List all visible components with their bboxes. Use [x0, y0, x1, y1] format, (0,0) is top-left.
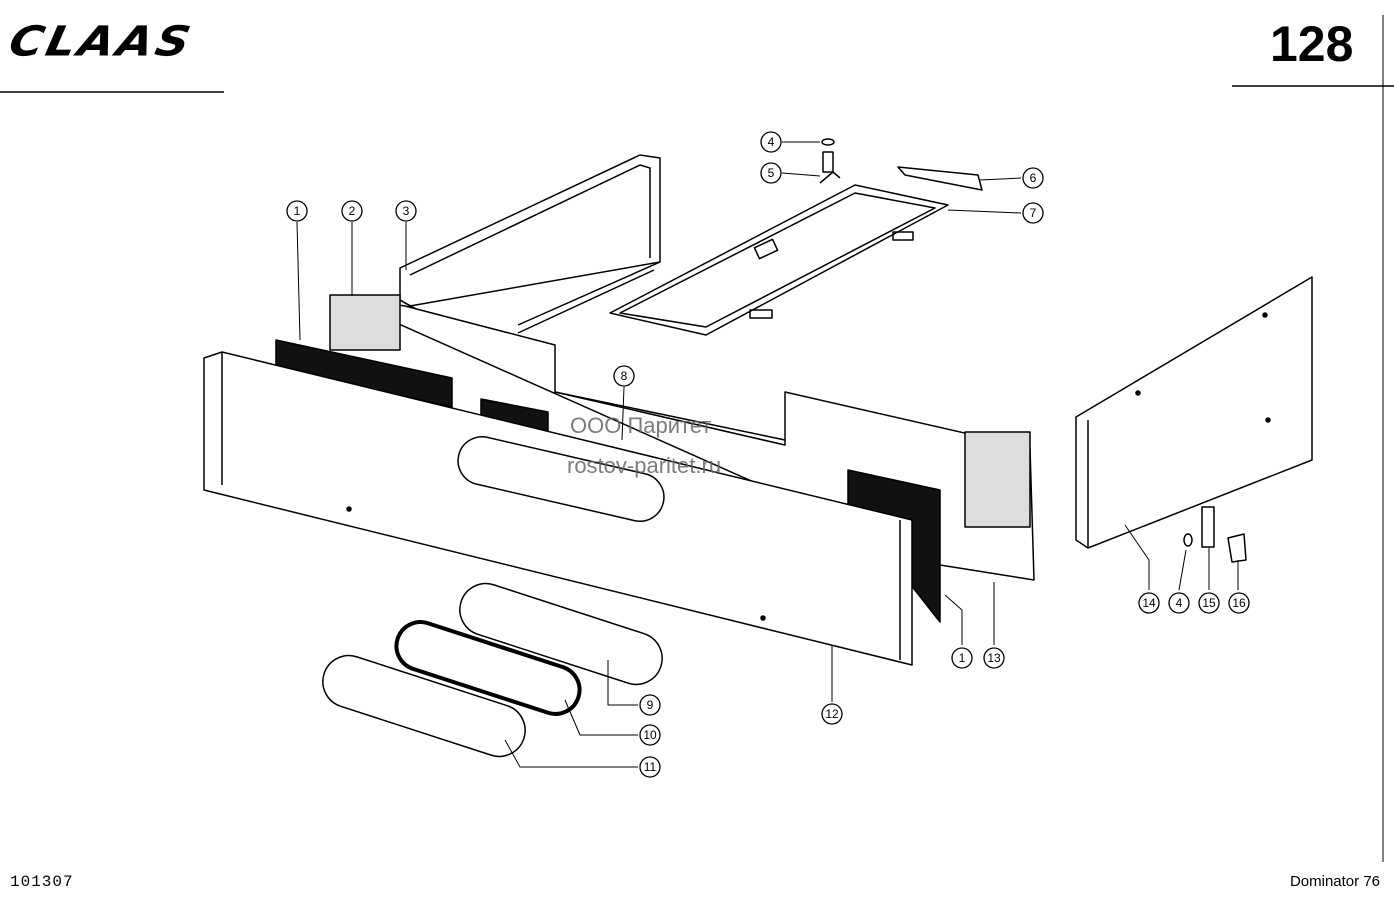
part-10-window-seal	[394, 620, 582, 716]
part-12-window-slot	[457, 436, 665, 522]
svg-text:15: 15	[1202, 596, 1216, 610]
leader-lines	[296, 141, 1239, 768]
svg-text:5: 5	[768, 166, 775, 180]
callout-9: 9	[639, 694, 661, 716]
svg-text:1: 1	[959, 651, 966, 665]
part-7-cover-plate	[609, 184, 949, 336]
part-14-side-panel	[1075, 276, 1313, 549]
svg-text:4: 4	[1176, 596, 1183, 610]
callout-5: 5	[760, 162, 782, 184]
svg-text:13: 13	[987, 651, 1001, 665]
callout-11: 11	[639, 756, 661, 778]
svg-text:6: 6	[1030, 171, 1037, 185]
svg-text:2: 2	[349, 204, 356, 218]
callout-4b: 4	[1168, 592, 1190, 614]
callout-13: 13	[983, 647, 1005, 669]
page-number: 128	[1270, 16, 1354, 72]
callout-1b: 1	[951, 647, 973, 669]
callout-16: 16	[1228, 592, 1250, 614]
watermark-url: rostov-paritet.ru	[567, 453, 722, 478]
part-2-mesh-left	[329, 294, 401, 351]
svg-text:8: 8	[621, 369, 628, 383]
part-11-window-cover	[322, 654, 526, 758]
callout-15: 15	[1198, 592, 1220, 614]
svg-text:9: 9	[647, 698, 654, 712]
callout-4: 4	[760, 131, 782, 153]
callout-14: 14	[1138, 592, 1160, 614]
part-16-knob	[1227, 533, 1247, 563]
svg-text:12: 12	[825, 707, 839, 721]
svg-text:7: 7	[1030, 206, 1037, 220]
callout-10: 10	[639, 724, 661, 746]
callouts: 1 2 3 4 5 6 7 8 1 13 12 9 10 11 14 4 15 …	[286, 131, 1250, 778]
callout-2: 2	[341, 200, 363, 222]
part-4-washer-side	[1183, 533, 1193, 547]
callout-7: 7	[1022, 202, 1044, 224]
part-4-washer	[821, 138, 835, 146]
model-name: Dominator 76	[1289, 873, 1380, 890]
part-15-latch	[1201, 506, 1215, 548]
callout-8: 8	[613, 365, 635, 387]
callout-3: 3	[395, 200, 417, 222]
svg-text:11: 11	[644, 760, 657, 774]
svg-text:16: 16	[1232, 596, 1246, 610]
callout-12: 12	[821, 703, 843, 725]
svg-text:1: 1	[294, 204, 301, 218]
part-2-mesh-right	[964, 431, 1031, 528]
svg-text:10: 10	[643, 728, 657, 742]
watermark-company: ООО Паритет	[570, 413, 712, 438]
part-1-screen-left	[275, 339, 453, 408]
part-9-window-glass	[459, 582, 663, 686]
svg-text:4: 4	[768, 135, 775, 149]
part-12-front-panel	[203, 351, 913, 666]
part-6-bracket	[897, 166, 983, 191]
part-5-stud	[822, 151, 834, 173]
svg-text:3: 3	[403, 204, 410, 218]
callout-6: 6	[1022, 167, 1044, 189]
document-id: 101307	[10, 873, 74, 891]
callout-1: 1	[286, 200, 308, 222]
svg-text:14: 14	[1142, 596, 1156, 610]
